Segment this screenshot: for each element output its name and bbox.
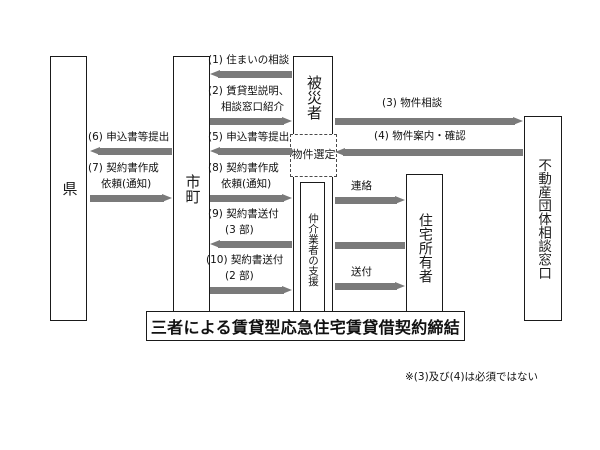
flow-1-label: (1) 住まいの相談 xyxy=(208,54,290,66)
flow-9-label2: (3 部) xyxy=(225,224,254,236)
flow-contact-arrow xyxy=(335,196,405,205)
flow-10-label2: (2 部) xyxy=(225,270,254,282)
victim-column-left-line xyxy=(293,138,295,321)
victim-column-right-line xyxy=(331,138,333,321)
actor-prefecture: 県 xyxy=(50,56,87,321)
flow-8-label: (8) 契約書作成 xyxy=(208,162,279,174)
flow-8-arrow xyxy=(210,194,292,203)
flow-2-label: (2) 賃貸型説明、 xyxy=(208,85,290,97)
actor-prefecture-label: 県 xyxy=(60,181,79,196)
flow-7-label2: 依頼(通知) xyxy=(101,178,152,190)
actor-realestate-desk-label: 不動産団体相談窓口 xyxy=(535,157,552,280)
actor-municipality: 市町 xyxy=(173,56,210,321)
flow-6-arrow xyxy=(90,147,172,156)
flow-reply-bar xyxy=(335,241,405,250)
flow-3-arrow xyxy=(335,117,523,126)
contract-banner-label: 三者による賃貸型応急住宅賃貸借契約締結 xyxy=(150,318,461,337)
node-broker-support-label: 仲介業者の支援 xyxy=(307,212,319,287)
flow-8-label2: 依頼(通知) xyxy=(221,178,272,190)
flow-contact-label: 連絡 xyxy=(351,180,372,192)
flow-9-label: (9) 契約書送付 xyxy=(208,208,279,220)
flow-3-label: (3) 物件相談 xyxy=(382,97,443,109)
flow-4-arrow xyxy=(335,148,523,157)
node-property-selection: 物件選定 xyxy=(290,134,337,177)
actor-municipality-label: 市町 xyxy=(183,173,202,204)
footnote-note: ※(3)及び(4)は必須ではない xyxy=(405,371,539,383)
flow-2-label2: 相談窓口紹介 xyxy=(221,101,284,113)
flow-5-arrow xyxy=(210,147,292,156)
flow-1-arrow xyxy=(210,70,292,79)
actor-home-owner-label: 住宅所有者 xyxy=(416,212,433,283)
flow-7-arrow xyxy=(90,194,172,203)
flow-5-label: (5) 申込書等提出 xyxy=(208,131,290,143)
node-property-selection-label: 物件選定 xyxy=(291,148,336,162)
actor-disaster-victim-label: 被災者 xyxy=(304,74,323,120)
actor-disaster-victim: 被災者 xyxy=(293,56,333,138)
node-broker-support: 仲介業者の支援 xyxy=(300,182,325,317)
flow-7-label: (7) 契約書作成 xyxy=(88,162,159,174)
actor-realestate-desk: 不動産団体相談窓口 xyxy=(524,116,562,321)
flow-send-label: 送付 xyxy=(351,266,372,278)
flow-10-label: (10) 契約書送付 xyxy=(206,254,284,266)
flow-9-arrow xyxy=(210,240,292,249)
flow-4-label: (4) 物件案内・確認 xyxy=(374,130,466,142)
actor-home-owner: 住宅所有者 xyxy=(406,174,443,321)
contract-banner: 三者による賃貸型応急住宅賃貸借契約締結 xyxy=(146,311,465,341)
flow-10-arrow xyxy=(210,286,292,295)
flow-2-arrow xyxy=(210,117,292,126)
flow-send-arrow xyxy=(335,282,405,291)
flow-6-label: (6) 申込書等提出 xyxy=(88,131,170,143)
